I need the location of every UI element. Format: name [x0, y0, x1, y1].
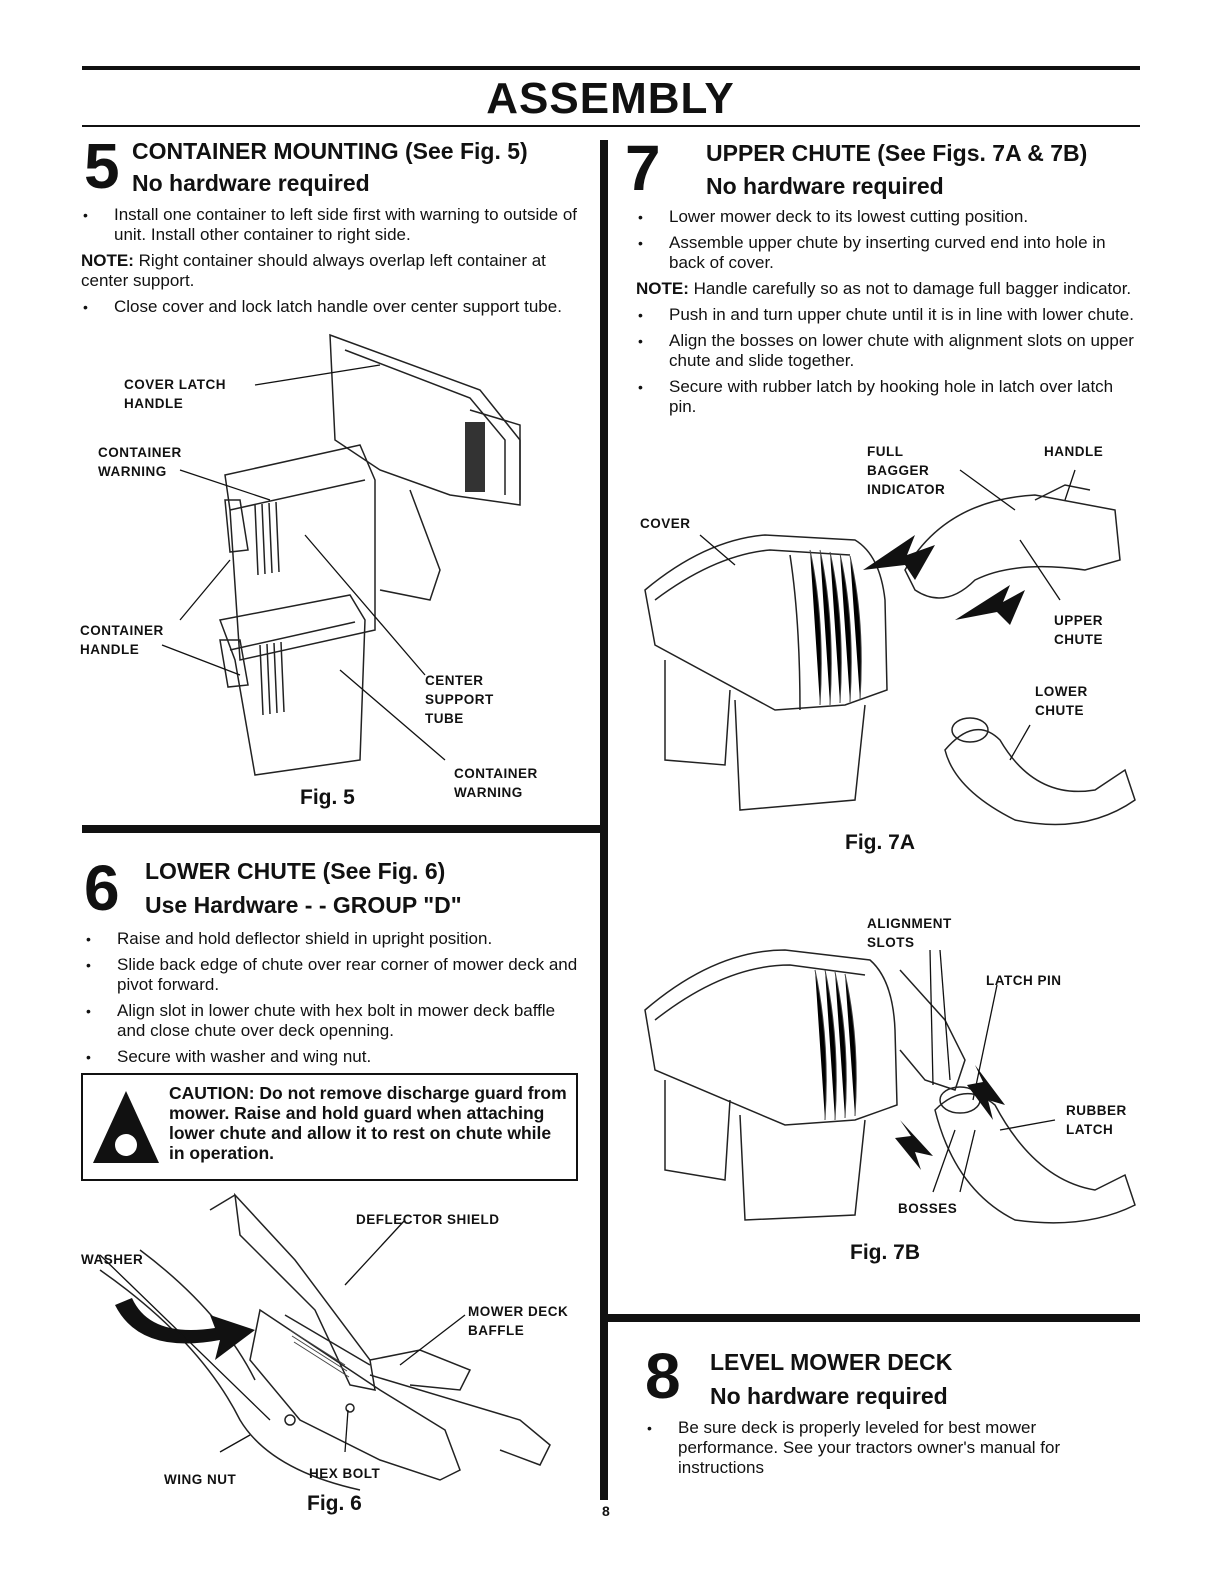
step-5-heading: CONTAINER MOUNTING (See Fig. 5) — [132, 138, 528, 164]
caution-box: CAUTION: Do not remove discharge guard f… — [81, 1073, 578, 1181]
wing-nut-label: WING NUT — [164, 1472, 237, 1487]
upper-chute-label: UPPER CHUTE — [1054, 613, 1104, 647]
warning-triangle-icon — [93, 1091, 159, 1163]
step-6-subheading: Use Hardware - - GROUP "D" — [145, 892, 462, 918]
step-8-text: Be sure deck is properly leveled for bes… — [645, 1418, 1135, 1484]
upper-chute-7b-illustration — [615, 930, 1140, 1230]
step-8-heading: LEVEL MOWER DECK — [710, 1349, 953, 1375]
list-item: Install one container to left side first… — [81, 205, 583, 245]
step-7-text: Lower mower deck to its lowest cutting p… — [636, 207, 1136, 423]
container-warning-label-1: CONTAINER WARNING — [98, 445, 182, 479]
lower-chute-illustration — [80, 1190, 600, 1500]
list-item: Align the bosses on lower chute with ali… — [636, 331, 1136, 371]
note-label: NOTE: — [81, 251, 134, 270]
page-number: 8 — [602, 1503, 610, 1519]
list-item: Push in and turn upper chute until it is… — [636, 305, 1136, 325]
full-bagger-indicator-label: FULL BAGGER INDICATOR — [867, 444, 946, 497]
page-title: ASSEMBLY — [486, 74, 735, 123]
step-5-bullets: Install one container to left side first… — [81, 205, 583, 245]
lower-chute-label: LOWER CHUTE — [1035, 684, 1088, 718]
container-mounting-illustration — [80, 330, 590, 810]
note-text: Right container should always overlap le… — [81, 251, 546, 290]
mower-deck-baffle-label: MOWER DECK BAFFLE — [468, 1304, 569, 1338]
step-8-bullets: Be sure deck is properly leveled for bes… — [645, 1418, 1135, 1478]
cover-latch-handle-label: COVER LATCH HANDLE — [124, 377, 226, 411]
top-rule — [82, 66, 1140, 70]
washer-label: WASHER — [81, 1252, 144, 1267]
column-divider — [600, 140, 608, 1500]
fig-6-caption: Fig. 6 — [307, 1492, 362, 1515]
list-item: Raise and hold deflector shield in uprig… — [84, 929, 584, 949]
container-handle-label: CONTAINER HANDLE — [80, 623, 164, 657]
fig-5-caption: Fig. 5 — [300, 786, 355, 809]
list-item: Be sure deck is properly leveled for bes… — [645, 1418, 1135, 1478]
upper-chute-7a-illustration — [615, 460, 1140, 840]
step-7-heading: UPPER CHUTE (See Figs. 7A & 7B) — [706, 140, 1088, 166]
list-item: Close cover and lock latch handle over c… — [81, 297, 583, 317]
container-warning-label-2: CONTAINER WARNING — [454, 766, 538, 800]
latch-pin-label: LATCH PIN — [986, 973, 1062, 988]
center-support-tube-label: CENTER SUPPORT TUBE — [425, 673, 494, 726]
step-7-bullets: Lower mower deck to its lowest cutting p… — [636, 207, 1136, 273]
title-underline — [82, 125, 1140, 127]
note-text: Handle carefully so as not to damage ful… — [688, 279, 1132, 298]
step-6-bullets: Raise and hold deflector shield in uprig… — [84, 929, 584, 1067]
hex-bolt-label: HEX BOLT — [309, 1466, 381, 1481]
step-7-number: 7 — [625, 132, 661, 204]
list-item: Align slot in lower chute with hex bolt … — [84, 1001, 584, 1041]
step-7-subheading: No hardware required — [706, 173, 944, 199]
step-7-note: NOTE: Handle carefully so as not to dama… — [636, 279, 1136, 299]
step-7-bullets-2: Push in and turn upper chute until it is… — [636, 305, 1136, 417]
fig-7b-caption: Fig. 7B — [850, 1241, 921, 1264]
step-5-text: Install one container to left side first… — [81, 205, 583, 323]
step-8-subheading: No hardware required — [710, 1383, 948, 1409]
note-label: NOTE: — [636, 279, 689, 298]
list-item: Slide back edge of chute over rear corne… — [84, 955, 584, 995]
list-item: Secure with washer and wing nut. — [84, 1047, 584, 1067]
fig-7a-caption: Fig. 7A — [845, 831, 916, 854]
step-6-text: Raise and hold deflector shield in uprig… — [84, 929, 584, 1073]
list-item: Lower mower deck to its lowest cutting p… — [636, 207, 1136, 227]
step-5-subheading: No hardware required — [132, 170, 370, 196]
list-item: Assemble upper chute by inserting curved… — [636, 233, 1136, 273]
alignment-slots-label: ALIGNMENT SLOTS — [867, 916, 952, 950]
step-5-note: NOTE: Right container should always over… — [81, 251, 583, 291]
step-8-number: 8 — [645, 1340, 681, 1412]
step-6-heading: LOWER CHUTE (See Fig. 6) — [145, 858, 446, 884]
bosses-label: BOSSES — [898, 1201, 958, 1216]
section-5-bottom-rule — [82, 825, 604, 833]
caution-text: CAUTION: Do not remove discharge guard f… — [169, 1083, 567, 1163]
rubber-latch-label: RUBBER LATCH — [1066, 1103, 1127, 1137]
step-6-number: 6 — [84, 852, 120, 924]
handle-label: HANDLE — [1044, 444, 1104, 459]
deflector-shield-label: DEFLECTOR SHIELD — [356, 1212, 500, 1227]
step-5-number: 5 — [84, 130, 120, 202]
cover-label: COVER — [640, 516, 691, 531]
list-item: Secure with rubber latch by hooking hole… — [636, 377, 1136, 417]
step-5-bullets-2: Close cover and lock latch handle over c… — [81, 297, 583, 317]
section-7-bottom-rule — [604, 1314, 1140, 1322]
